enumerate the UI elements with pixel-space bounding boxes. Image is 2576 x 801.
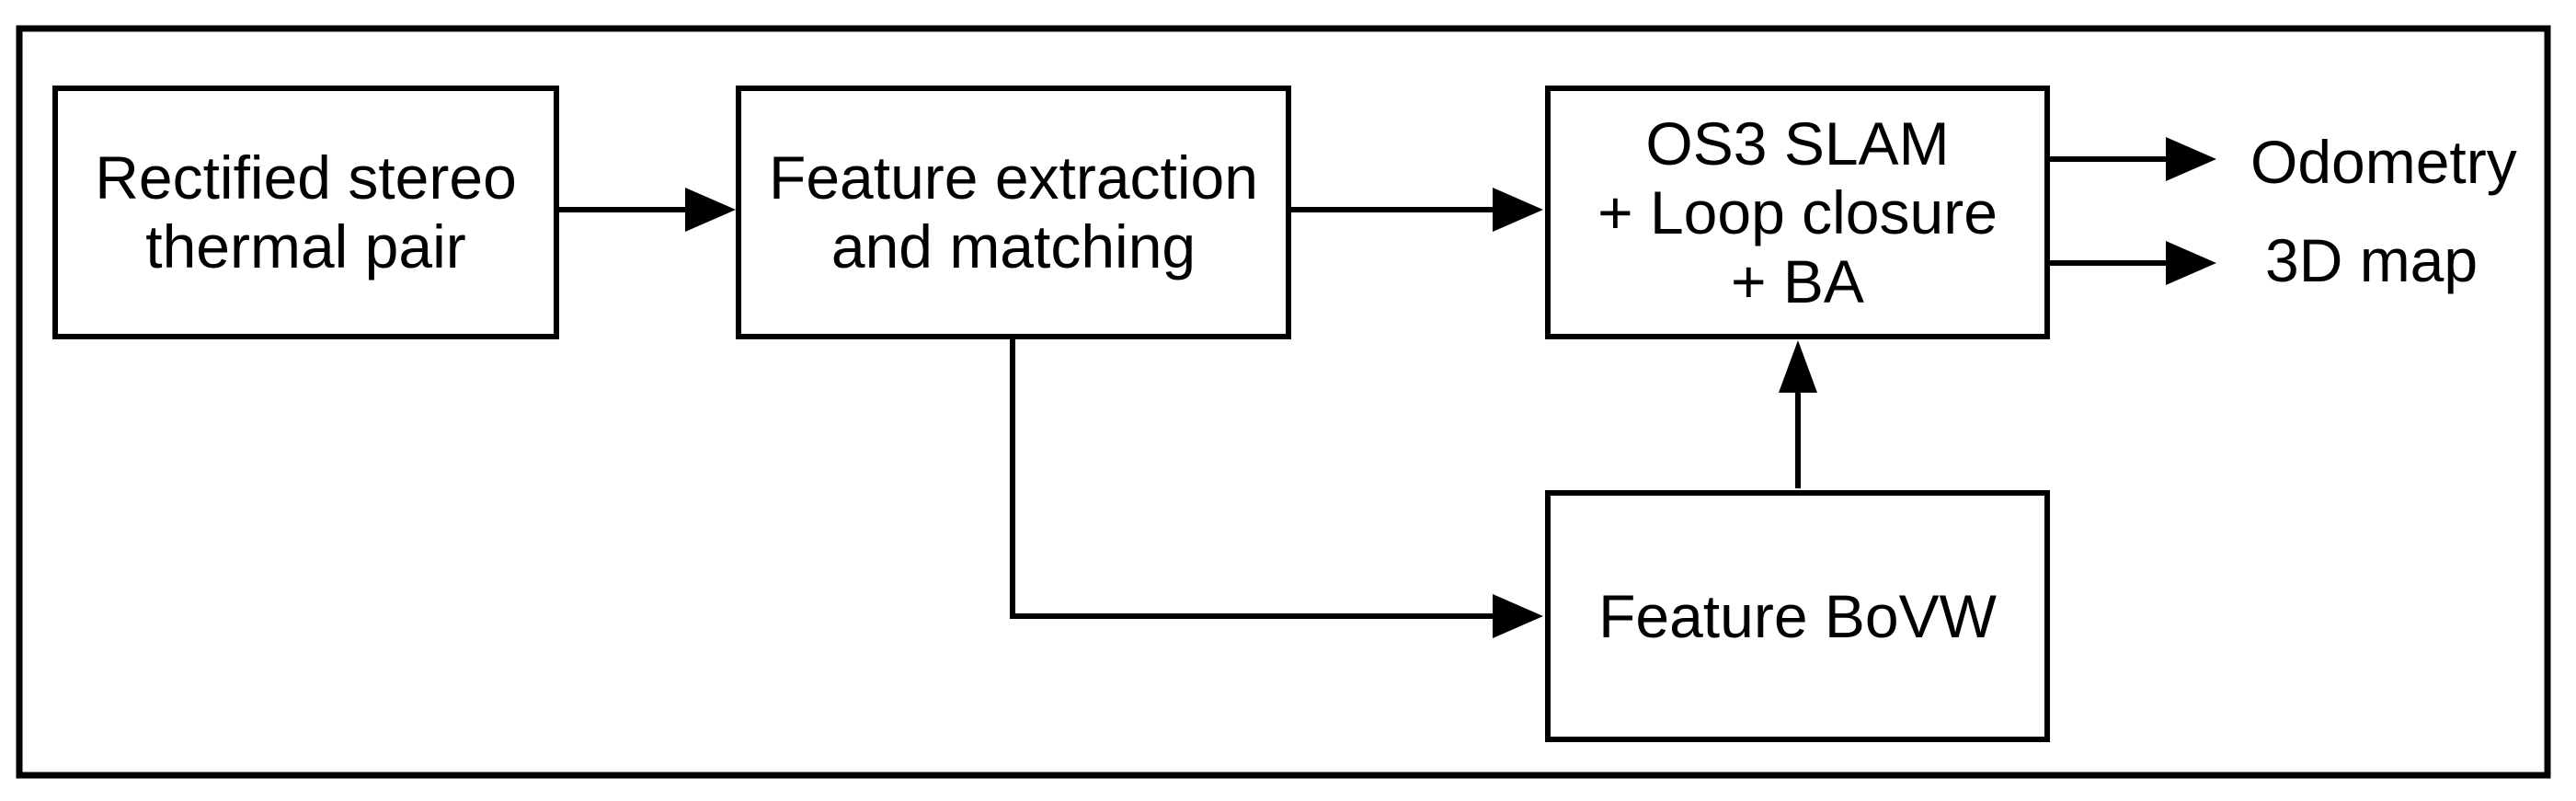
arrow-shaft [1010,338,1495,619]
arrowhead-icon [1779,340,1817,393]
node-label: Rectified stereo thermal pair [95,143,517,280]
arrowhead-icon [1493,188,1543,232]
arrow-slam-to-3d-map [2049,241,2216,285]
arrowhead-icon [2166,137,2216,181]
node-rectified-stereo-thermal-pair: Rectified stereo thermal pair [52,86,559,339]
arrow-extraction-to-bovw [1010,338,1543,638]
output-label-odometry: Odometry [2250,128,2517,196]
arrowhead-icon [2166,241,2216,285]
node-label: OS3 SLAM + Loop closure + BA [1597,109,1998,315]
node-feature-extraction-matching: Feature extraction and matching [736,86,1291,339]
outer-border [16,25,2551,779]
arrowhead-icon [685,188,736,232]
output-label-3d-map: 3D map [2265,226,2479,294]
node-os3-slam: OS3 SLAM + Loop closure + BA [1545,86,2050,339]
node-label: Feature extraction and matching [769,143,1258,280]
arrowhead-icon [1493,594,1543,638]
arrow-slam-to-odometry [2049,137,2216,181]
arrow-bovw-to-slam [1779,340,1817,488]
node-label: Feature BoVW [1598,581,1997,650]
node-feature-bovw: Feature BoVW [1545,490,2050,742]
arrow-extraction-to-slam [1290,188,1543,232]
arrow-rectified-to-extraction [558,188,736,232]
